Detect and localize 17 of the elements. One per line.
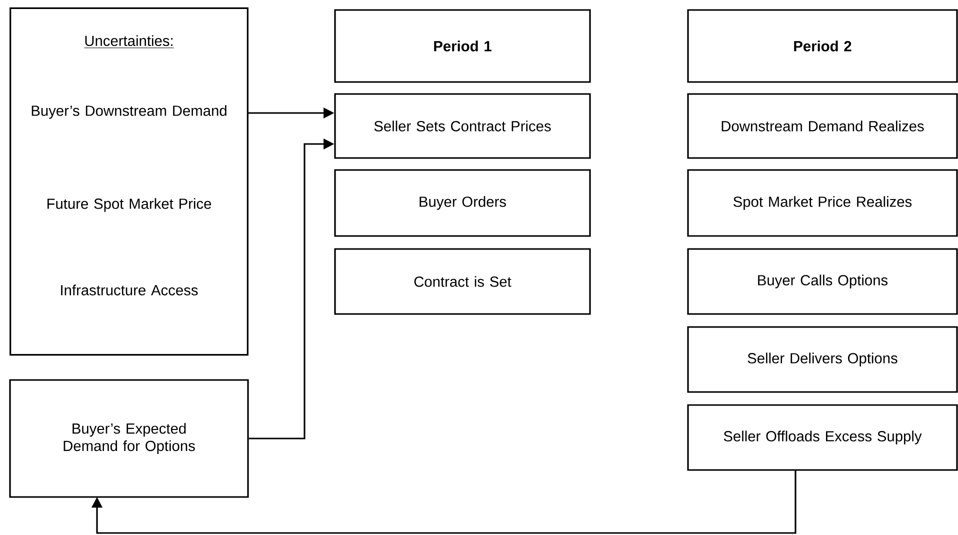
- step-box: Spot Market Price Realizes: [687, 169, 958, 237]
- step-box: Seller Offloads Excess Supply: [687, 404, 958, 471]
- item-text: Infrastructure Access: [61, 284, 198, 296]
- item-text: Future Spot Market Price: [48, 198, 212, 212]
- item-text: Buyer’s Downstream Demand: [32, 105, 226, 119]
- step-box: Seller Delivers Options: [687, 326, 958, 393]
- uncertainty-box: [10, 7, 248, 356]
- step-box: Seller Sets Contract Prices: [334, 93, 591, 159]
- step-box: Contract is Set: [334, 248, 591, 315]
- step-box: Buyer Orders: [334, 169, 591, 237]
- header-box: Period 1: [334, 9, 591, 83]
- step-box: Buyer Calls Options: [687, 248, 958, 315]
- step-box: Downstream Demand Realizes: [687, 93, 958, 159]
- heading: Uncertainties:: [84, 35, 174, 48]
- arrow: [91, 470, 796, 534]
- step-box: Buyer’s Expected Demand for Options: [9, 379, 249, 498]
- header-box: Period 2: [687, 9, 958, 83]
